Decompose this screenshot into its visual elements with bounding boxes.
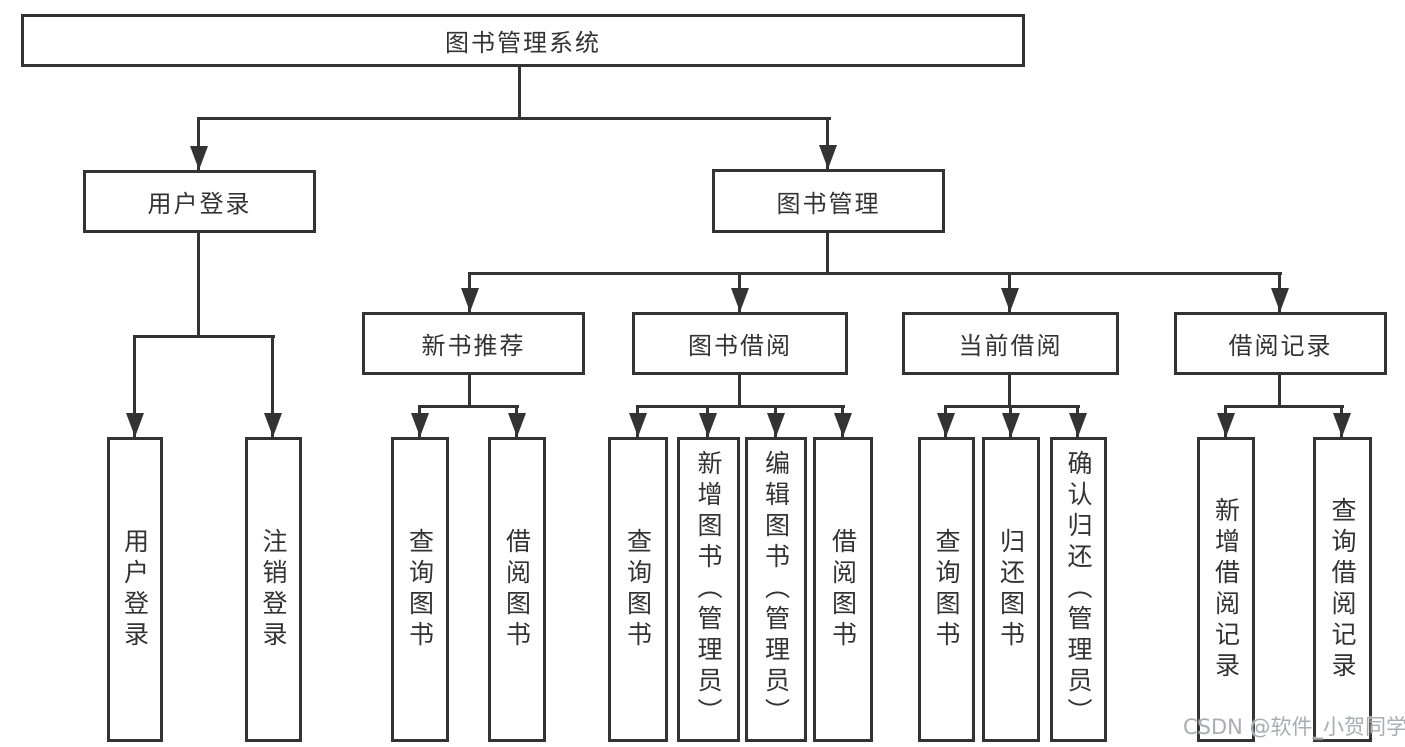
node-current-borrow: 当前借阅 <box>902 312 1119 375</box>
arrow-down-icon <box>819 145 837 169</box>
leaf-label: 借阅图书 <box>502 527 532 652</box>
arrow-down-icon <box>264 413 282 437</box>
node-new-book-recommend: 新书推荐 <box>362 312 585 375</box>
node-book-borrow: 图书借阅 <box>632 312 848 375</box>
connector-line <box>271 335 274 437</box>
node-new-book-recommend-label: 新书推荐 <box>421 332 526 360</box>
connector-line <box>468 272 1282 275</box>
leaf-label: 归还图书 <box>996 527 1026 652</box>
connector-line <box>1008 375 1011 407</box>
connector-line <box>826 117 829 169</box>
leaf-query-books-borrow: 查询图书 <box>608 437 668 742</box>
connector-line <box>418 405 519 408</box>
node-user-login: 用户登录 <box>83 170 316 233</box>
leaf-borrow-books: 借阅图书 <box>813 437 873 742</box>
arrow-down-icon <box>411 413 429 437</box>
leaf-query-books-current: 查询图书 <box>918 437 975 742</box>
arrow-down-icon <box>508 413 526 437</box>
watermark: CSDN @软件_小贺同学 <box>1183 715 1405 739</box>
leaf-query-borrow-record: 查询借阅记录 <box>1313 437 1372 742</box>
leaf-label: 新增借阅记录 <box>1211 496 1241 683</box>
leaf-label: 查询图书 <box>932 527 961 652</box>
node-root-label: 图书管理系统 <box>445 29 601 57</box>
leaf-add-books-admin: 新增图书（管理员） <box>677 437 740 742</box>
leaf-label: 注销登录 <box>259 527 288 652</box>
connector-line <box>197 117 200 170</box>
connector-line <box>133 335 136 437</box>
connector-line <box>944 405 1080 408</box>
arrow-down-icon <box>1001 288 1019 312</box>
leaf-label: 查询图书 <box>623 527 653 652</box>
leaf-add-borrow-record: 新增借阅记录 <box>1197 437 1255 742</box>
leaf-label: 查询图书 <box>405 527 435 652</box>
connector-line <box>133 335 275 338</box>
arrow-down-icon <box>731 288 749 312</box>
leaf-label: 借阅图书 <box>828 527 858 652</box>
connector-line <box>197 117 831 120</box>
leaf-label: 确认归还（管理员） <box>1064 450 1093 729</box>
arrow-down-icon <box>1271 288 1289 312</box>
leaf-edit-books-admin: 编辑图书（管理员） <box>745 437 807 742</box>
leaf-borrow-books-recommend: 借阅图书 <box>488 437 546 742</box>
leaf-label: 查询借阅记录 <box>1328 496 1357 683</box>
connector-line <box>1224 405 1344 408</box>
arrow-down-icon <box>126 413 144 437</box>
leaf-user-login: 用户登录 <box>107 437 163 742</box>
connector-line <box>738 375 741 407</box>
node-borrow-records: 借阅记录 <box>1174 312 1387 375</box>
node-book-borrow-label: 图书借阅 <box>688 332 792 360</box>
leaf-label: 用户登录 <box>120 527 150 652</box>
node-borrow-records-label: 借阅记录 <box>1228 332 1333 360</box>
leaf-label: 编辑图书（管理员） <box>761 450 791 729</box>
arrow-down-icon <box>461 288 479 312</box>
node-current-borrow-label: 当前借阅 <box>958 332 1063 360</box>
arrow-down-icon <box>1217 413 1235 437</box>
connector-line <box>518 66 521 118</box>
arrow-down-icon <box>1069 413 1087 437</box>
arrow-down-icon <box>699 413 717 437</box>
leaf-return-books: 归还图书 <box>982 437 1040 742</box>
node-book-management: 图书管理 <box>712 169 945 233</box>
arrow-down-icon <box>629 413 647 437</box>
arrow-down-icon <box>190 146 208 170</box>
leaf-logout: 注销登录 <box>245 437 302 742</box>
connector-line <box>636 405 845 408</box>
leaf-confirm-return-admin: 确认归还（管理员） <box>1050 437 1107 742</box>
arrow-down-icon <box>937 413 955 437</box>
connector-line <box>468 375 471 407</box>
arrow-down-icon <box>767 413 785 437</box>
arrow-down-icon <box>1002 413 1020 437</box>
node-book-management-label: 图书管理 <box>776 189 881 218</box>
leaf-query-books-recommend: 查询图书 <box>391 437 449 742</box>
connector-line <box>197 233 200 336</box>
node-user-login-label: 用户登录 <box>147 190 252 218</box>
arrow-down-icon <box>1333 413 1351 437</box>
node-root: 图书管理系统 <box>21 14 1025 67</box>
leaf-label: 新增图书（管理员） <box>694 450 723 729</box>
connector-line <box>826 232 829 274</box>
arrow-down-icon <box>834 413 852 437</box>
connector-line <box>1278 375 1281 407</box>
